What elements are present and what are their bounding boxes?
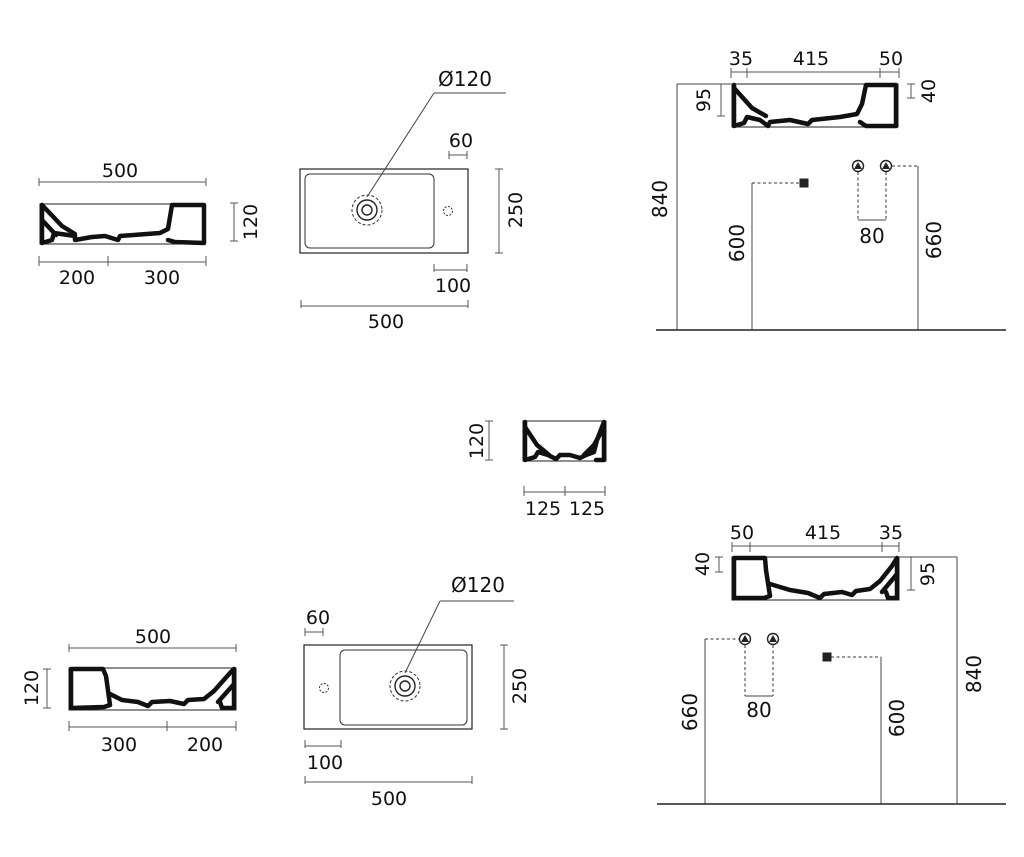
bottom-wall-supply-gap-label: 80 [746, 698, 771, 722]
bottom-wall-basin-label: 95 [917, 562, 939, 586]
bottom-front-right-label: 200 [187, 734, 223, 756]
top-plan-width-label: 500 [368, 311, 404, 333]
top-wall-supply-gap-label: 80 [859, 224, 884, 248]
top-wall-basin-label: 95 [693, 88, 715, 112]
bottom-wall-supply-label: 660 [678, 693, 702, 731]
top-wall-total-label: 840 [648, 180, 672, 218]
bottom-front-left-label: 300 [101, 734, 137, 756]
top-front-height-label: 120 [240, 204, 262, 240]
side-right-label: 125 [569, 498, 605, 520]
top-plan-depth-label: 250 [505, 192, 527, 228]
side-left-label: 125 [525, 498, 561, 520]
bottom-wall-elevation: 50 415 35 40 95 840 660 80 [657, 522, 1006, 805]
top-wall-rim-label: 40 [918, 79, 940, 103]
bottom-wall-right-label: 35 [879, 522, 903, 544]
top-front-left-label: 200 [59, 267, 95, 289]
bottom-wall-drain-label: 600 [885, 699, 909, 737]
top-front-right-label: 300 [144, 267, 180, 289]
top-wall-supply-label: 660 [922, 221, 946, 259]
top-plan-view: Ø120 60 250 100 500 [299, 67, 527, 333]
bottom-wall-mid-label: 415 [805, 522, 841, 544]
bottom-wall-total-label: 840 [962, 655, 986, 693]
bottom-plan-width-label: 500 [371, 788, 407, 810]
bottom-wall-left-label: 50 [730, 522, 754, 544]
side-height-label: 120 [466, 423, 488, 459]
side-view: 120 125 125 [466, 419, 607, 520]
top-plan-diameter-label: Ø120 [438, 67, 492, 91]
bottom-plan-view: Ø120 60 250 100 500 [303, 573, 531, 810]
top-plan-hole-offset-label: 60 [449, 130, 473, 152]
bottom-wall-rim-label: 40 [692, 552, 714, 576]
bottom-plan-edge-label: 100 [307, 752, 343, 774]
top-plan-edge-label: 100 [435, 275, 471, 297]
top-wall-elevation: 35 415 50 40 95 840 600 80 6 [648, 48, 1006, 331]
top-front-view: 500 120 200 300 [38, 160, 262, 289]
top-wall-mid-label: 415 [793, 48, 829, 70]
bottom-front-view: 500 120 300 200 [21, 626, 237, 756]
top-supply-valves [851, 159, 893, 173]
bottom-plan-depth-label: 250 [509, 668, 531, 704]
bottom-supply-valves [738, 632, 780, 646]
bottom-plan-diameter-label: Ø120 [451, 573, 505, 597]
top-wall-right-label: 50 [879, 48, 903, 70]
top-wall-drain-label: 600 [725, 224, 749, 262]
bottom-front-width-label: 500 [135, 626, 171, 648]
bottom-plan-hole-offset-label: 60 [306, 607, 330, 629]
top-wall-left-label: 35 [729, 48, 753, 70]
top-front-width-label: 500 [102, 160, 138, 182]
bottom-front-height-label: 120 [21, 670, 43, 706]
